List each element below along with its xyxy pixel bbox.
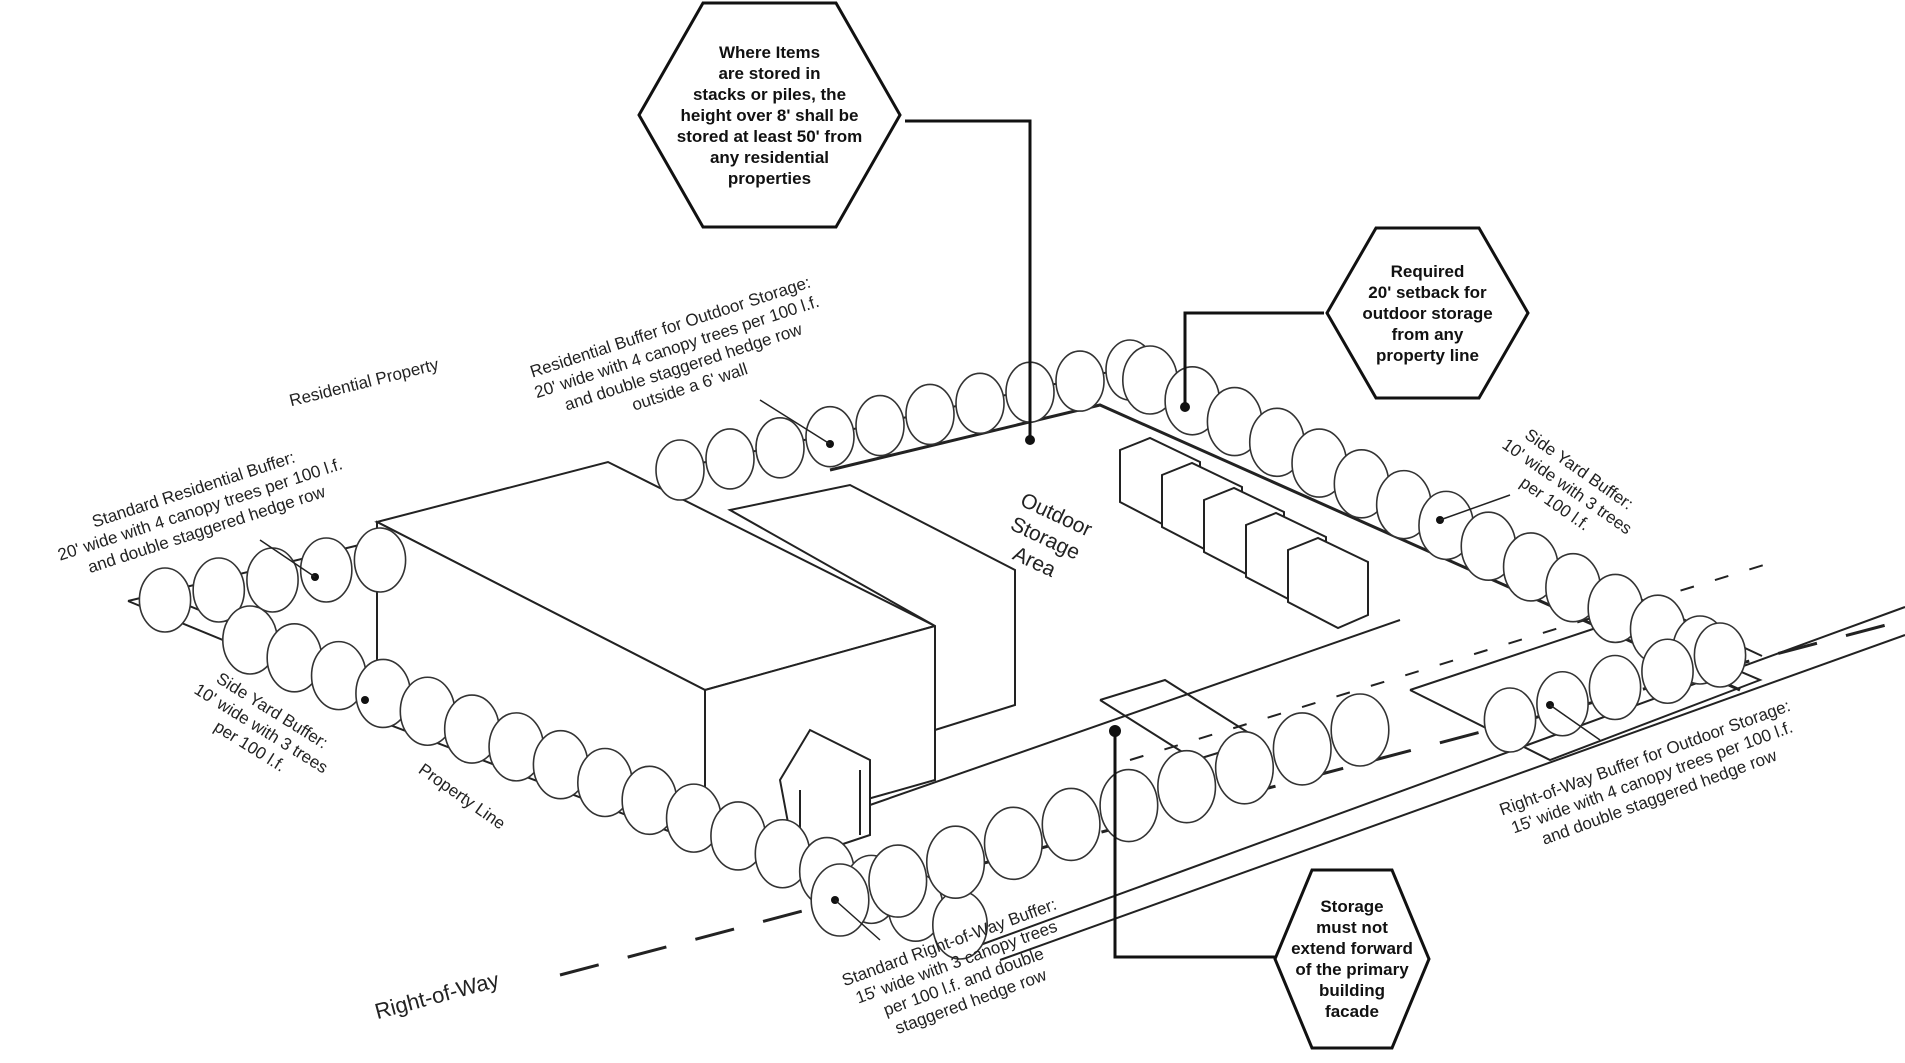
hexagon-shape [1273, 868, 1431, 1050]
tree-icon [905, 383, 955, 446]
tree-icon [1483, 687, 1537, 753]
rear-building [727, 483, 1016, 732]
storage-trailer [1287, 536, 1369, 630]
callout-text: Where Items are stored in stacks or pile… [676, 42, 863, 188]
callout-text: Storage must not extend forward of the p… [1291, 897, 1413, 1021]
leader-forward [1113, 731, 1276, 959]
tree-icon [192, 557, 246, 623]
tree-icon [805, 405, 855, 468]
callout-forward: Storage must not extend forward of the p… [1272, 867, 1432, 1051]
tree-icon [810, 863, 870, 937]
front-sidewalk [869, 619, 1401, 806]
tree-icon [1214, 730, 1275, 805]
tree-icon [1330, 693, 1390, 767]
callout-setback: Required 20' setback for outdoor storage… [1324, 225, 1531, 401]
tree-icon [1588, 654, 1642, 721]
tree-icon [983, 806, 1043, 881]
tree-icon [1041, 787, 1101, 862]
tree-icon [1536, 670, 1589, 737]
hexagon-shape [637, 1, 902, 229]
tree-icon [868, 844, 928, 918]
leader-setback [1183, 311, 1324, 407]
front-edge [999, 634, 1905, 961]
tree-icon [855, 394, 905, 457]
tree-icon [1157, 749, 1217, 824]
tree-icon [925, 825, 986, 900]
tree-icon [1693, 622, 1747, 688]
tree-icon [1641, 638, 1694, 705]
tree-icon [655, 439, 705, 501]
hexagon-shape [1325, 226, 1530, 400]
tree-icon [1272, 712, 1332, 786]
tree-icon [299, 537, 353, 603]
tree-icon [1099, 768, 1159, 843]
setback-dashed-line [1129, 559, 1781, 761]
tree-icon [246, 547, 299, 613]
leader-stacks [905, 119, 1032, 440]
tree-icon [955, 372, 1005, 435]
tree-icon [138, 567, 192, 633]
callout-text: Required 20' setback for outdoor storage… [1362, 261, 1493, 365]
tree-icon [1055, 350, 1105, 412]
tree-icon [755, 416, 805, 479]
tree-icon [705, 428, 755, 490]
tree-icon [353, 527, 407, 593]
callout-stacks-height: Where Items are stored in stacks or pile… [636, 0, 903, 230]
